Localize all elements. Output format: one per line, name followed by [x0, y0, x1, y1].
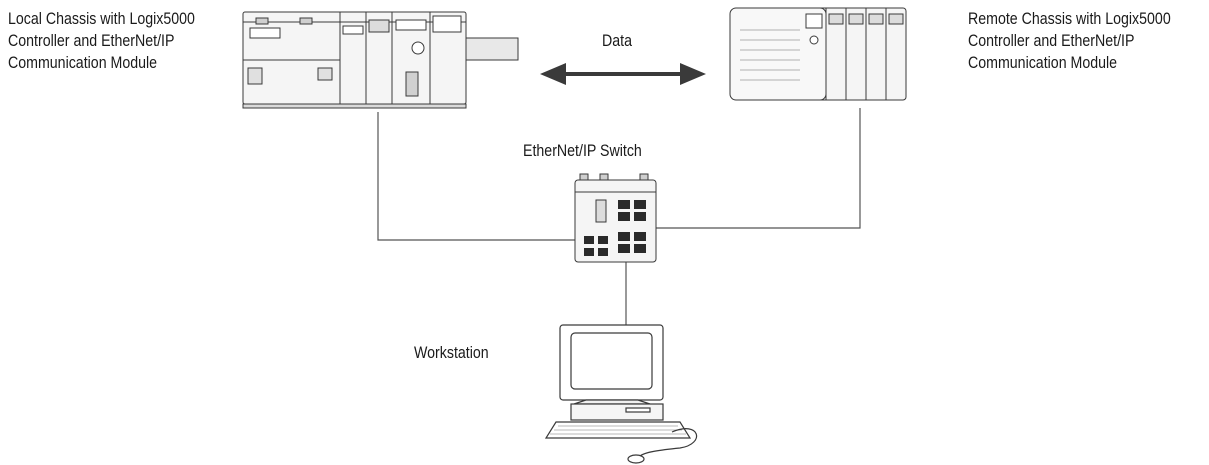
data-link-label: Data [602, 32, 632, 50]
ethernet-switch-icon [574, 173, 657, 263]
local-chassis-label: Local Chassis with Logix5000 Controller … [8, 8, 195, 74]
ethernet-cables [377, 108, 861, 325]
remote-chassis-icon [729, 7, 907, 101]
cable-remote-to-switch [656, 108, 861, 229]
cable-local-to-switch [377, 112, 575, 241]
local-chassis-label-line-3: Communication Module [8, 54, 158, 72]
workstation-label: Workstation [414, 344, 489, 362]
local-chassis-icon [242, 11, 519, 109]
local-chassis-label-line-2: Controller and EtherNet/IP [8, 32, 175, 50]
remote-chassis-label: Remote Chassis with Logix5000 Controller… [968, 8, 1171, 74]
data-arrow [540, 63, 706, 85]
remote-chassis-label-line-3: Communication Module [968, 54, 1118, 72]
workstation-icon [544, 324, 698, 464]
remote-chassis-label-line-2: Controller and EtherNet/IP [968, 32, 1135, 50]
local-chassis-label-line-1: Local Chassis with Logix5000 [8, 10, 195, 28]
switch-label: EtherNet/IP Switch [523, 142, 642, 160]
remote-chassis-label-line-1: Remote Chassis with Logix5000 [968, 10, 1171, 28]
